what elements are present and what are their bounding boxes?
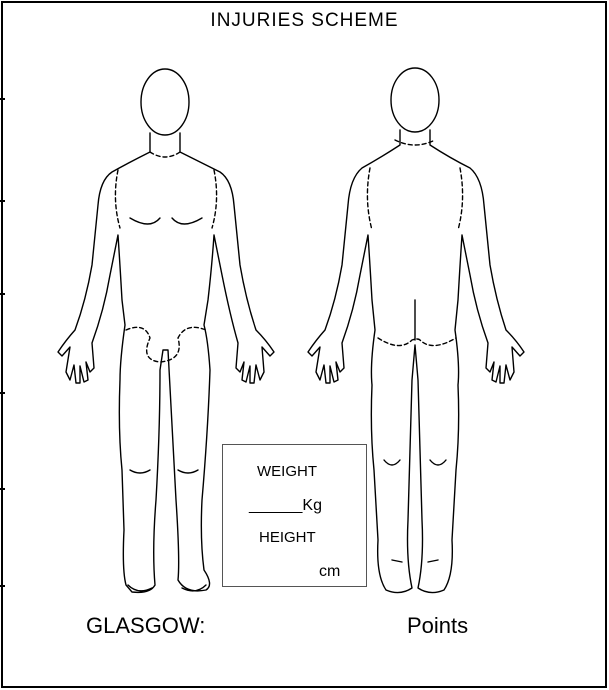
back-calf-left [384, 460, 400, 465]
front-left-shoulder-line [115, 170, 120, 228]
front-foot-left [128, 585, 152, 591]
back-left-shoulder-line [367, 168, 372, 230]
front-knee-left [130, 470, 150, 473]
front-right-shoulder-line [212, 170, 217, 228]
back-calf-right [430, 460, 446, 465]
back-right-shoulder-line [458, 168, 463, 230]
measurements-box: WEIGHT ______Kg HEIGHT cm [222, 444, 367, 587]
back-heel-right [428, 560, 438, 562]
front-knee-right [178, 470, 198, 473]
height-label: HEIGHT [259, 529, 316, 546]
weight-label: WEIGHT [257, 463, 317, 480]
back-heel-left [392, 560, 402, 562]
back-buttocks-line [378, 338, 456, 346]
front-chest-right [172, 218, 202, 224]
front-neck-line [150, 152, 180, 157]
front-groin-line [126, 327, 206, 362]
front-chest-left [130, 218, 160, 224]
weight-field[interactable]: ______Kg [249, 497, 322, 515]
glasgow-label: GLASGOW: [86, 613, 205, 639]
back-head [391, 68, 439, 132]
points-label: Points [407, 613, 468, 639]
front-head [141, 69, 189, 135]
height-field[interactable]: cm [319, 563, 340, 581]
back-neck-line [395, 140, 435, 145]
